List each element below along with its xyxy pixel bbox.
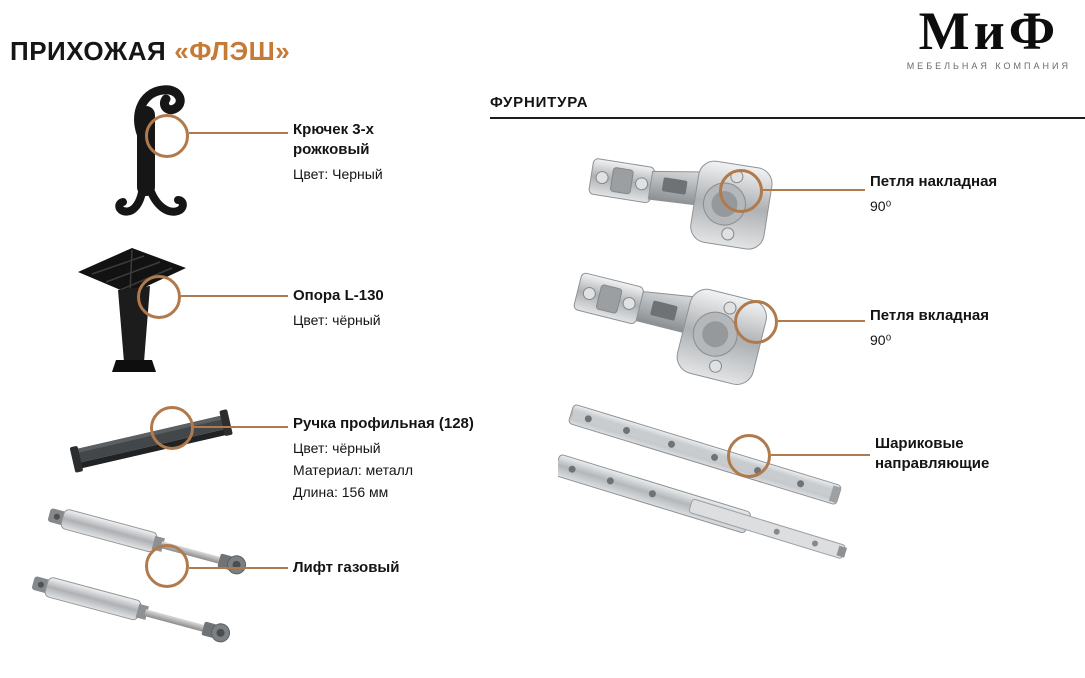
- profile-handle-product-image: [70, 409, 233, 473]
- ball-bearing-slides-product-image: [558, 404, 848, 559]
- callout-circle-inset-hinge: [734, 300, 778, 344]
- inset-hinge-product-image: [573, 272, 767, 385]
- callout-line-overlay-hinge: [763, 189, 865, 191]
- item-detail: Цвет: Черный: [293, 166, 383, 182]
- item-detail: Материал: металл: [293, 462, 414, 478]
- callout-line-handle: [194, 426, 288, 428]
- leg-label: Опора L-130 Цвет: чёрный: [293, 286, 384, 331]
- page-title-name: «ФЛЭШ»: [174, 36, 291, 66]
- inset-hinge-label: Петля вкладная 90⁰: [870, 306, 989, 351]
- furniture-section-heading: ФУРНИТУРА: [490, 94, 589, 111]
- furniture-section-divider: [490, 117, 1085, 119]
- page-title-prefix: ПРИХОЖАЯ: [10, 36, 167, 66]
- page-title: ПРИХОЖАЯ«ФЛЭШ»: [10, 36, 290, 67]
- company-logo: МиФ МЕБЕЛЬНАЯ КОМПАНИЯ: [907, 2, 1071, 71]
- item-detail: 90⁰: [870, 198, 892, 214]
- gas-lift-label: Лифт газовый: [293, 558, 399, 581]
- item-title: Петля накладная: [870, 173, 998, 190]
- callout-line-leg: [181, 295, 288, 297]
- callout-circle-overlay-hinge: [719, 169, 763, 213]
- item-detail: Цвет: чёрный: [293, 440, 381, 456]
- callout-circle-leg: [137, 275, 181, 319]
- logo-subtitle: МЕБЕЛЬНАЯ КОМПАНИЯ: [906, 61, 1071, 71]
- gas-lift-product-image: [32, 504, 249, 646]
- item-detail: Цвет: чёрный: [293, 312, 381, 328]
- hook-label: Крючек 3-х рожковый Цвет: Черный: [293, 120, 423, 185]
- callout-circle-gas-lift: [145, 544, 189, 588]
- slides-label: Шариковые направляющие: [875, 434, 1015, 477]
- callout-line-hook: [189, 132, 288, 134]
- item-detail: 90⁰: [870, 332, 892, 348]
- item-title: Петля вкладная: [870, 307, 989, 324]
- hook-product-image: [115, 85, 187, 216]
- item-title: Опора L-130: [293, 287, 384, 304]
- callout-line-inset-hinge: [778, 320, 865, 322]
- item-detail: Длина: 156 мм: [293, 484, 389, 500]
- item-title: Ручка профильная (128): [293, 415, 474, 432]
- handle-label: Ручка профильная (128) Цвет: чёрный Мате…: [293, 414, 513, 503]
- callout-circle-handle: [150, 406, 194, 450]
- item-title: Шариковые направляющие: [875, 435, 990, 472]
- overlay-hinge-label: Петля накладная 90⁰: [870, 172, 997, 217]
- logo-wordmark: МиФ: [918, 1, 1060, 61]
- item-title: Лифт газовый: [293, 559, 400, 576]
- callout-line-slides: [771, 454, 870, 456]
- callout-circle-slides: [727, 434, 771, 478]
- callout-circle-hook: [145, 114, 189, 158]
- item-title: Крючек 3-х рожковый: [293, 121, 374, 158]
- callout-line-gas-lift: [189, 567, 288, 569]
